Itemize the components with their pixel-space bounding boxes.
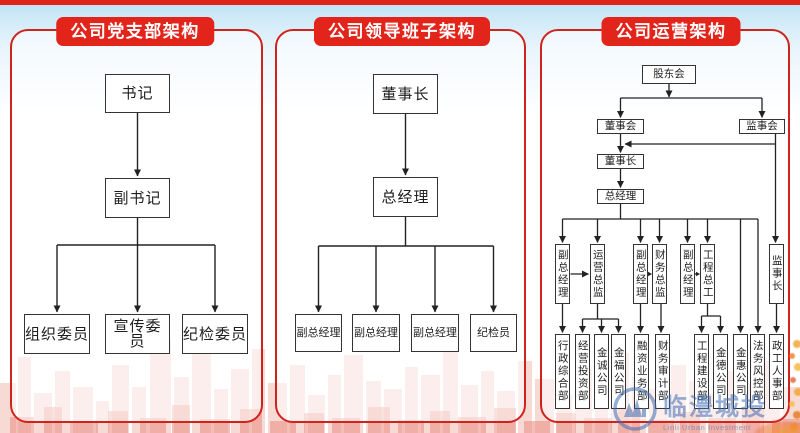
node-ops-chairman: 董事长: [597, 154, 644, 169]
watermark-chinese-name: 临澧城投: [663, 393, 767, 421]
node-operations-director: 运营总监: [590, 244, 605, 304]
panel-party-branch: 书记 副书记 组织委员 宣传委员 纪检委员: [10, 29, 263, 423]
node-engineering-construction-dept: 工程建设部: [694, 334, 709, 409]
node-ops-general-manager: 总经理: [597, 189, 644, 204]
node-vice-gm-3: 副总经理: [411, 314, 459, 352]
node-vice-gm-2: 副总经理: [352, 314, 400, 352]
node-jincheng-company: 金诚公司: [594, 334, 609, 409]
node-secretary: 书记: [105, 74, 170, 113]
node-jinde-company: 金德公司: [713, 334, 728, 409]
node-deputy-secretary: 副书记: [105, 178, 170, 218]
node-finance-director: 财务总监: [652, 244, 667, 304]
node-chairman: 董事长: [373, 74, 438, 114]
node-org-committee-member: 组织委员: [24, 314, 90, 354]
node-vice-gm-1: 副总经理: [295, 314, 342, 352]
connector-lines-leadership: [315, 114, 497, 313]
watermark-text: 临澧城投 Linli Urban Investment: [663, 387, 767, 432]
node-vice-gm-c: 副总经理: [680, 244, 695, 304]
node-legal-risk-control-dept: 法务风控部: [750, 334, 765, 409]
node-chief-engineer: 工程总工: [700, 244, 715, 304]
connector-lines-operations: [559, 84, 780, 333]
node-jinhui-company: 金惠公司: [733, 334, 748, 409]
node-vice-gm-a: 副总经理: [555, 244, 570, 304]
connector-lines-party: [53, 113, 219, 313]
watermark: 临澧城投 Linli Urban Investment: [612, 386, 767, 432]
panel-title-operations: 公司运营架构: [601, 17, 741, 46]
node-general-manager: 总经理: [373, 177, 438, 217]
node-discipline-inspector: 纪检员: [470, 314, 517, 352]
node-political-hr-dept: 政工人事部: [769, 334, 784, 409]
panel-title-party-branch: 公司党支部架构: [56, 17, 214, 46]
watermark-english-name: Linli Urban Investment: [663, 422, 751, 432]
node-vice-gm-b: 副总经理: [633, 244, 648, 304]
node-operations-investment-dept: 经营投资部: [575, 334, 590, 409]
panel-leadership-team: 董事长 总经理 副总经理 副总经理 副总经理 纪检员: [275, 29, 526, 423]
node-jinfu-company: 金福公司: [611, 334, 626, 409]
node-shareholders-meeting: 股东会: [642, 65, 696, 84]
top-red-bar: [0, 0, 800, 5]
panel-operations: 股东会 董事会 监事会 董事长 总经理 副总经理 运营总监 副总经理 财务总监 …: [540, 29, 790, 423]
node-admin-general-dept: 行政综合部: [555, 334, 570, 409]
node-publicity-committee-member: 宣传委员: [105, 314, 170, 354]
node-board-of-directors: 董事会: [597, 119, 644, 134]
gold-corner-decoration: [754, 421, 800, 433]
node-finance-audit-dept: 财务审计部: [655, 334, 670, 409]
node-chief-supervisor: 监事长: [769, 244, 784, 304]
node-supervisory-board: 监事会: [739, 119, 785, 134]
watermark-logo-icon: [613, 387, 657, 431]
gold-fireworks-decoration: [789, 340, 800, 431]
node-discipline-committee-member: 纪检委员: [182, 314, 248, 354]
panel-title-leadership: 公司领导班子架构: [314, 17, 490, 46]
